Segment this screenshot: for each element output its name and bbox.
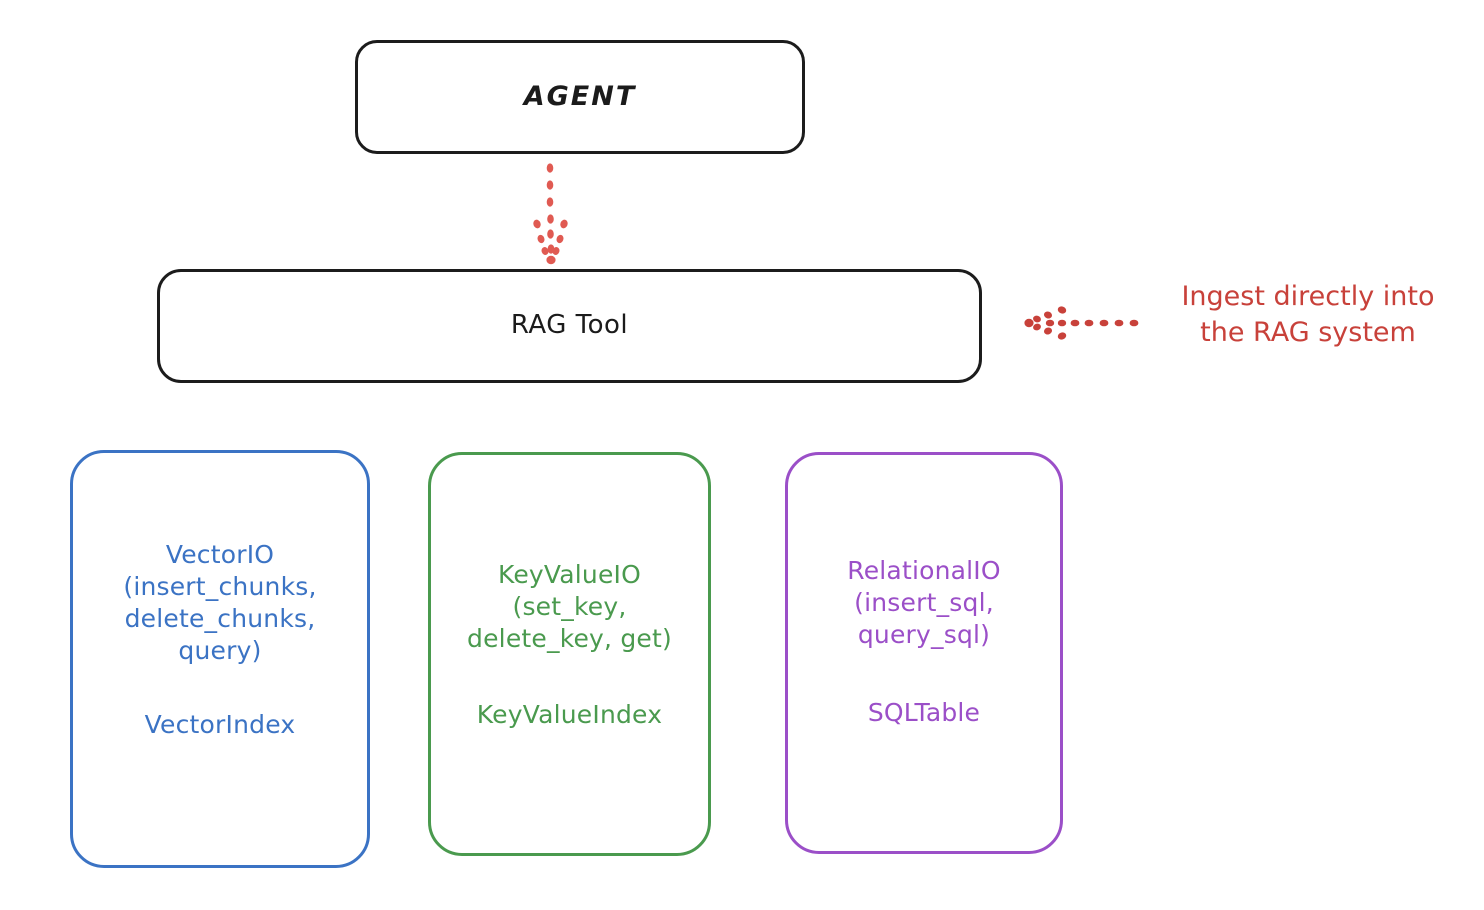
vector-io-index-label: VectorIndex [144, 710, 296, 739]
relational-io-api-label: RelationalIO (insert_sql, query_sql) [847, 556, 1001, 649]
agent-to-rag-tool-arrow [533, 163, 568, 265]
agent-node-label: AGENT [523, 81, 637, 113]
vector-io-node[interactable]: VectorIO (insert_chunks, delete_chunks, … [70, 450, 370, 868]
vector-io-api-label: VectorIO (insert_chunks, delete_chunks, … [123, 540, 317, 665]
relational-io-index-label: SQLTable [867, 698, 981, 727]
rag-tool-node-label: RAG Tool [510, 310, 629, 341]
key-value-io-index-label: KeyValueIndex [476, 700, 663, 729]
ingest-annotation-text: Ingest directly into the RAG system [1181, 281, 1435, 348]
ingest-arrow [1024, 306, 1139, 340]
agent-node[interactable]: AGENT [355, 40, 805, 154]
key-value-io-node[interactable]: KeyValueIO (set_key, delete_key, get) Ke… [428, 452, 711, 856]
rag-tool-node[interactable]: RAG Tool [157, 269, 982, 383]
key-value-io-api-label: KeyValueIO (set_key, delete_key, get) [467, 560, 672, 653]
relational-io-node[interactable]: RelationalIO (insert_sql, query_sql) SQL… [785, 452, 1063, 854]
